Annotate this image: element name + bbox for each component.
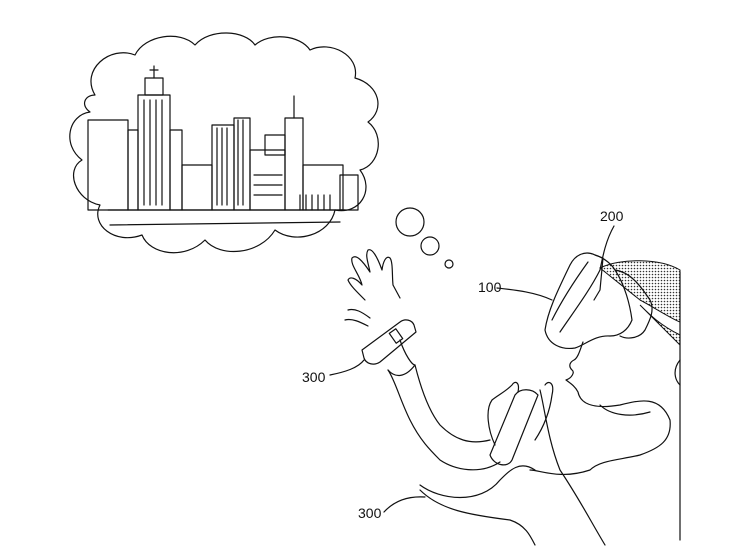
leader-100 bbox=[496, 287, 553, 301]
wrist-controller-lower bbox=[489, 389, 539, 466]
label-300-upper: 300 bbox=[302, 369, 326, 385]
label-100: 100 bbox=[478, 279, 502, 295]
person bbox=[344, 249, 681, 546]
thought-cloud bbox=[69, 32, 379, 254]
wrist-controller-upper bbox=[361, 319, 417, 365]
lower-hand bbox=[419, 381, 554, 546]
label-300-lower: 300 bbox=[358, 505, 382, 521]
hmd-device bbox=[544, 252, 653, 350]
thought-bubble-medium bbox=[420, 236, 440, 256]
raised-arm bbox=[344, 249, 501, 471]
thought-bubble-large bbox=[395, 207, 425, 237]
label-200: 200 bbox=[600, 208, 624, 224]
thought-bubble-small bbox=[444, 259, 454, 269]
city-skyline bbox=[87, 65, 359, 226]
hair bbox=[599, 260, 681, 323]
leader-300-upper bbox=[329, 359, 365, 376]
leader-300-lower bbox=[383, 496, 426, 513]
leader-200 bbox=[599, 225, 615, 271]
